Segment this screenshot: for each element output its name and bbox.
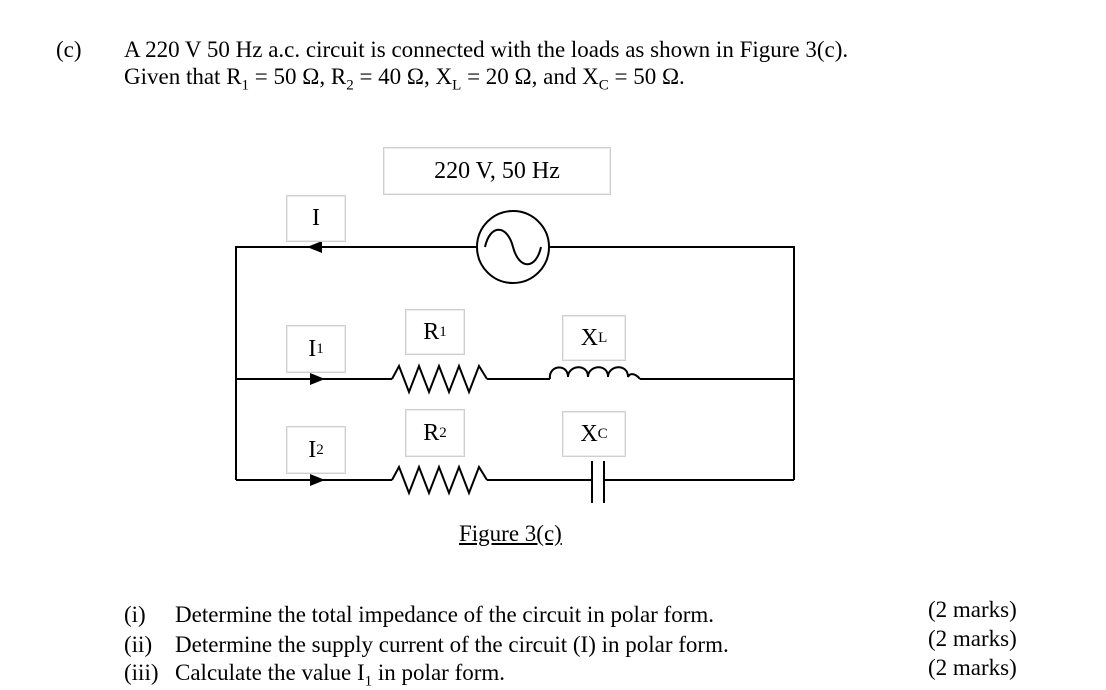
r2-subscript: 2: [346, 77, 354, 94]
task-1-marks: (2 marks): [928, 597, 1017, 622]
current-arrow-branch2: [310, 474, 325, 486]
task-2: (ii): [124, 631, 152, 658]
r2-main: R: [423, 419, 440, 446]
xc-main: X: [580, 420, 598, 447]
current-arrow-branch1: [310, 373, 325, 385]
task-1: (i): [124, 601, 146, 628]
task-2-number: (ii): [124, 632, 153, 657]
task-3: (iii): [124, 659, 159, 686]
current1-main: I: [308, 335, 317, 362]
task-3-number: (iii): [124, 660, 159, 685]
current-label-total: I: [286, 195, 346, 242]
r1-main: R: [423, 318, 440, 345]
ac-source-icon: [476, 210, 550, 284]
task-1-number: (i): [124, 602, 146, 627]
task-3-prefix: Calculate the value I: [175, 660, 365, 685]
sine-wave-icon: [484, 228, 542, 266]
task-3-marks: (2 marks): [928, 655, 1017, 680]
task-3-text: Calculate the value I1 in polar form.: [175, 659, 506, 689]
task-2-marks: (2 marks): [928, 626, 1017, 651]
task-3-suffix: in polar form.: [372, 660, 506, 685]
intro-line-1: A 220 V 50 Hz a.c. circuit is connected …: [124, 37, 849, 62]
r2-resistor: [391, 464, 488, 496]
r1-resistor: [391, 363, 488, 395]
xc-subscript: C: [598, 77, 609, 94]
current-total-text: I: [312, 205, 320, 231]
current-arrow-total: [307, 241, 322, 253]
r2-value: = 40 Ω, X: [353, 64, 453, 89]
task-1-text: Determine the total impedance of the cir…: [175, 602, 715, 627]
current2-main: I: [308, 436, 317, 463]
part-label: (c): [56, 37, 82, 62]
r1-subscript: 1: [241, 77, 250, 94]
source-label-text: 220 V, 50 Hz: [434, 157, 560, 184]
given-prefix: Given that R: [124, 64, 242, 89]
source-label: 220 V, 50 Hz: [383, 147, 611, 195]
xl-inductor: [548, 366, 641, 380]
figure-caption: Figure 3(c): [459, 521, 562, 546]
task-3-sub: 1: [364, 673, 373, 690]
xc-value: = 50 Ω.: [608, 64, 685, 89]
xl-main: X: [580, 324, 599, 351]
intro-line-2: Given that R1 = 50 Ω, R2 = 40 Ω, XL = 20…: [124, 63, 685, 93]
task-2-text: Determine the supply current of the circ…: [175, 632, 729, 657]
xl-value: = 20 Ω, and X: [461, 64, 599, 89]
r1-value: = 50 Ω, R: [249, 64, 347, 89]
xl-subscript: L: [452, 77, 462, 94]
